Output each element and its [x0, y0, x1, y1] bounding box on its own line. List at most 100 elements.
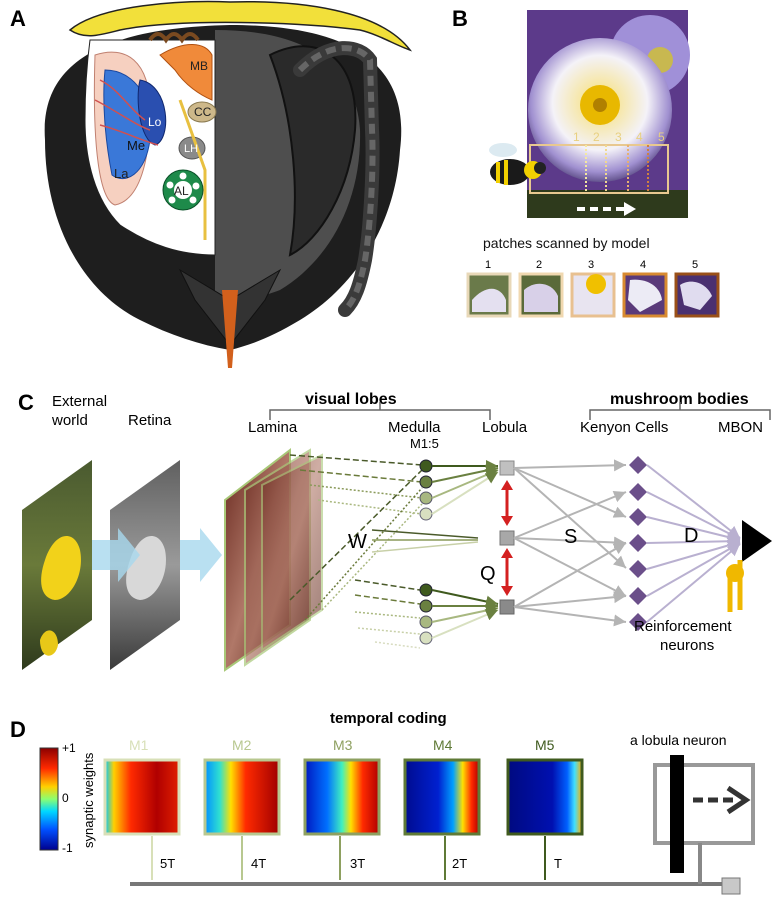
patch-label: 4 [636, 130, 643, 144]
visual-lobes-bracket [269, 402, 491, 420]
kenyon-cell [629, 483, 647, 501]
panel-c: C External world Retina visual lobes Lam… [18, 390, 772, 672]
inhibition-heads [501, 480, 513, 526]
label-al: AL [174, 184, 189, 198]
medulla-node [419, 459, 433, 473]
kenyon-cells [629, 456, 647, 631]
delay-label: 2T [452, 856, 467, 871]
thumb-petal [680, 281, 712, 310]
inhibition-heads [501, 548, 513, 596]
medulla-node [419, 615, 433, 629]
thumb-label: 1 [485, 259, 491, 271]
antenna-segments [297, 45, 376, 313]
medulla-column-bottom [419, 583, 433, 645]
thumb-petal [628, 279, 662, 312]
label-external-world-2: world [51, 412, 88, 429]
heatmap-label: M1 [129, 737, 149, 753]
patch-thumbnails: 1 2 3 4 5 [466, 259, 720, 318]
heatmap-m2-image [203, 758, 281, 836]
kenyon-cell [629, 534, 647, 552]
lobula-neuron-bar [670, 755, 684, 873]
panel-d-letter: D [10, 717, 26, 742]
flower-foliage [527, 190, 688, 218]
panel-d: D temporal coding +1 0 -1 synaptic weigh… [10, 710, 755, 895]
heatmap-m3-image [303, 758, 381, 836]
label-s: S [564, 526, 577, 548]
al-center [174, 181, 192, 199]
heatmap-m2: M2 4T [203, 737, 281, 880]
kenyon-cell [629, 456, 647, 474]
label-cc: CC [194, 105, 212, 119]
mb-calyces [148, 32, 200, 44]
compound-eye [268, 45, 357, 257]
patches-caption: patches scanned by model [483, 235, 650, 251]
kenyon-cell [629, 508, 647, 526]
flow-arrow [92, 528, 140, 582]
thumb-label: 3 [588, 259, 594, 271]
thumb-petal [472, 288, 506, 312]
kenyon-cell [629, 613, 647, 631]
lobula-neuron-arrow-head [726, 785, 751, 815]
label-q: Q [480, 563, 496, 585]
thumb-center [586, 274, 606, 294]
heatmap-m1: M1 5T [103, 737, 181, 880]
kenyon-cell [629, 587, 647, 605]
panel-a-letter: A [10, 6, 26, 31]
lamina-layer [261, 453, 323, 652]
cc-region [187, 101, 217, 123]
label-mb: MB [190, 59, 208, 73]
heatmap-m5: M5 T [506, 737, 584, 880]
label-kenyon-cells: Kenyon Cells [580, 419, 668, 436]
lobula-node [499, 530, 515, 546]
medulla-node [419, 507, 433, 521]
heatmap-label: M3 [333, 737, 353, 753]
flower-pistil [593, 98, 607, 112]
kenyon-mbon-connections [646, 464, 741, 623]
mb-region [159, 44, 213, 101]
daffodil-bud [40, 630, 58, 656]
al-glom [168, 196, 176, 204]
medulla-node [419, 599, 433, 613]
thumb-petal [524, 283, 558, 312]
label-lobula: Lobula [482, 419, 528, 436]
al-glom [189, 196, 197, 204]
colorbar-tick: +1 [62, 741, 76, 755]
patch-label: 3 [615, 130, 622, 144]
bee-icon [489, 143, 546, 185]
label-reinforcement-2: neurons [660, 637, 714, 654]
label-lo: Lo [148, 115, 162, 129]
proboscis [222, 290, 238, 368]
lobula-neuron-label: a lobula neuron [630, 732, 727, 748]
flow-arrow [180, 528, 222, 582]
kenyon-cell [629, 560, 647, 578]
label-lamina: Lamina [248, 419, 298, 436]
medulla-lobula-connections [431, 460, 499, 639]
label-external-world-1: External [52, 393, 107, 410]
delay-label: T [554, 856, 562, 871]
al-glom [179, 172, 187, 180]
thumb-label: 2 [536, 259, 542, 271]
heatmap-m4-image [403, 758, 481, 836]
heatmap-m4: M4 2T [403, 737, 481, 880]
al-glom [192, 182, 200, 190]
patch-label: 5 [658, 130, 665, 144]
label-lh: LH [184, 143, 198, 155]
scan-arrow-head [624, 202, 636, 216]
label-la: La [114, 166, 129, 181]
mbon-neuron [742, 520, 772, 562]
heatmap-label: M4 [433, 737, 453, 753]
thumb-label: 4 [640, 259, 646, 271]
heatmap-m3: M3 3T [303, 737, 381, 880]
label-m1-5: M1:5 [410, 436, 439, 451]
optic-tracts [94, 79, 159, 146]
patch-label: 2 [593, 130, 600, 144]
mushroom-bracket [589, 402, 771, 420]
patch-label: 1 [573, 130, 580, 144]
medulla-node [419, 475, 433, 489]
medulla-node [419, 583, 433, 597]
label-medulla: Medulla [388, 419, 441, 436]
lobula-neuron-box [653, 763, 755, 845]
lobula-neuron-node [721, 877, 741, 895]
heatmap-label: M5 [535, 737, 555, 753]
